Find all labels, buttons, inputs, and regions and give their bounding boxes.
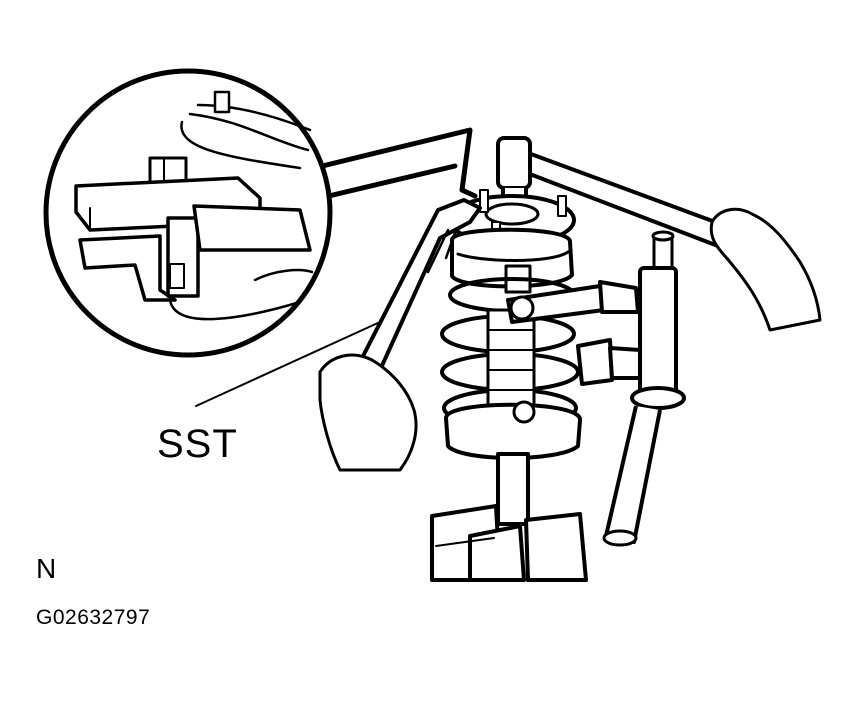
- figure-code: G02632797: [36, 606, 151, 629]
- sst-callout-label: SST: [157, 422, 238, 466]
- right-hand: [709, 207, 822, 332]
- detail-magnifier: [43, 68, 478, 358]
- sst-leader-line: [195, 321, 381, 407]
- view-label: N: [36, 553, 57, 584]
- vise-mount: [430, 504, 588, 582]
- spring-compressor-tool: [506, 280, 642, 424]
- left-hand: [318, 353, 418, 472]
- strut-assembly: [440, 189, 582, 526]
- shock-absorber: [602, 230, 686, 547]
